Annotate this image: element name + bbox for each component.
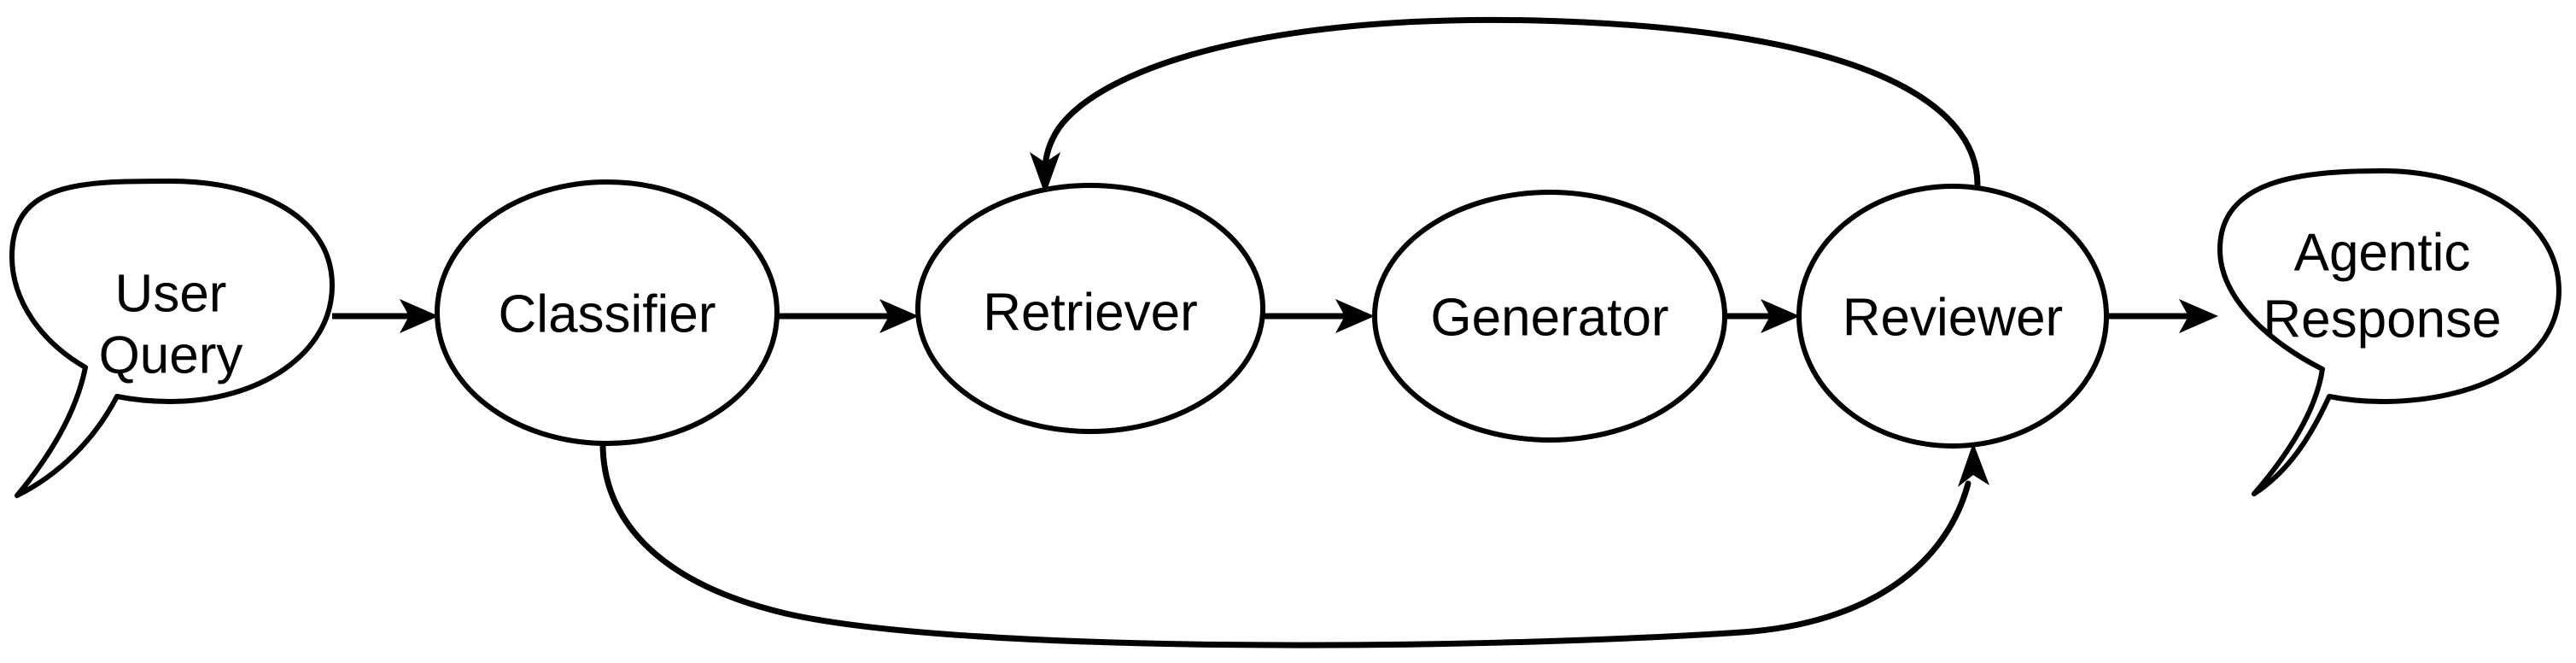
generator-ellipse-shape <box>1372 190 1727 443</box>
node-reviewer-label: Reviewer <box>1843 288 2063 347</box>
arrowhead-into-reviewer-bottom <box>1958 443 1989 487</box>
edge-classifier-to-reviewer-bypass <box>599 440 1989 648</box>
arrowhead-into-generator <box>1335 299 1375 333</box>
agentic-response-bubble-shape <box>2217 168 2561 496</box>
edge-generator-to-reviewer <box>1726 299 1800 333</box>
node-generator[interactable]: Generator <box>1372 190 1727 443</box>
classifier-ellipse-shape <box>435 179 780 446</box>
node-retriever-label: Retriever <box>983 283 1198 342</box>
arrowhead-into-reviewer <box>1761 299 1800 333</box>
node-agentic-response-label-line1: Agentic <box>2294 223 2471 282</box>
edge-classifier-to-retriever <box>775 299 919 333</box>
edge-retriever-to-generator <box>1264 299 1375 333</box>
node-classifier-label: Classifier <box>499 285 716 343</box>
node-classifier[interactable]: Classifier <box>435 179 780 446</box>
edge-reviewer-to-retriever-feedback <box>1030 16 1981 195</box>
node-user-query-label-line2: Query <box>99 326 243 384</box>
arrowhead-into-retriever-top <box>1030 152 1060 195</box>
node-reviewer[interactable]: Reviewer <box>1796 184 2109 449</box>
arrowhead-into-retriever <box>879 299 919 333</box>
arrowhead-into-classifier <box>400 299 439 333</box>
arrowhead-into-agentic-response <box>2179 299 2218 333</box>
edge-reviewer-to-retriever-path <box>1042 16 1981 188</box>
edge-classifier-to-reviewer-path <box>599 440 1971 648</box>
user-query-bubble-shape <box>9 179 335 498</box>
retriever-ellipse-shape <box>915 183 1265 434</box>
node-user-query[interactable]: User Query <box>9 179 335 498</box>
edge-reviewer-to-agentic-response <box>2106 299 2218 333</box>
node-retriever[interactable]: Retriever <box>915 183 1265 434</box>
node-generator-label: Generator <box>1430 288 1668 347</box>
node-agentic-response[interactable]: Agentic Response <box>2217 168 2561 496</box>
node-agentic-response-label-line2: Response <box>2263 290 2501 349</box>
edge-user-query-to-classifier <box>332 299 439 333</box>
node-user-query-label-line1: User <box>115 264 227 323</box>
reviewer-ellipse-shape <box>1796 184 2109 449</box>
